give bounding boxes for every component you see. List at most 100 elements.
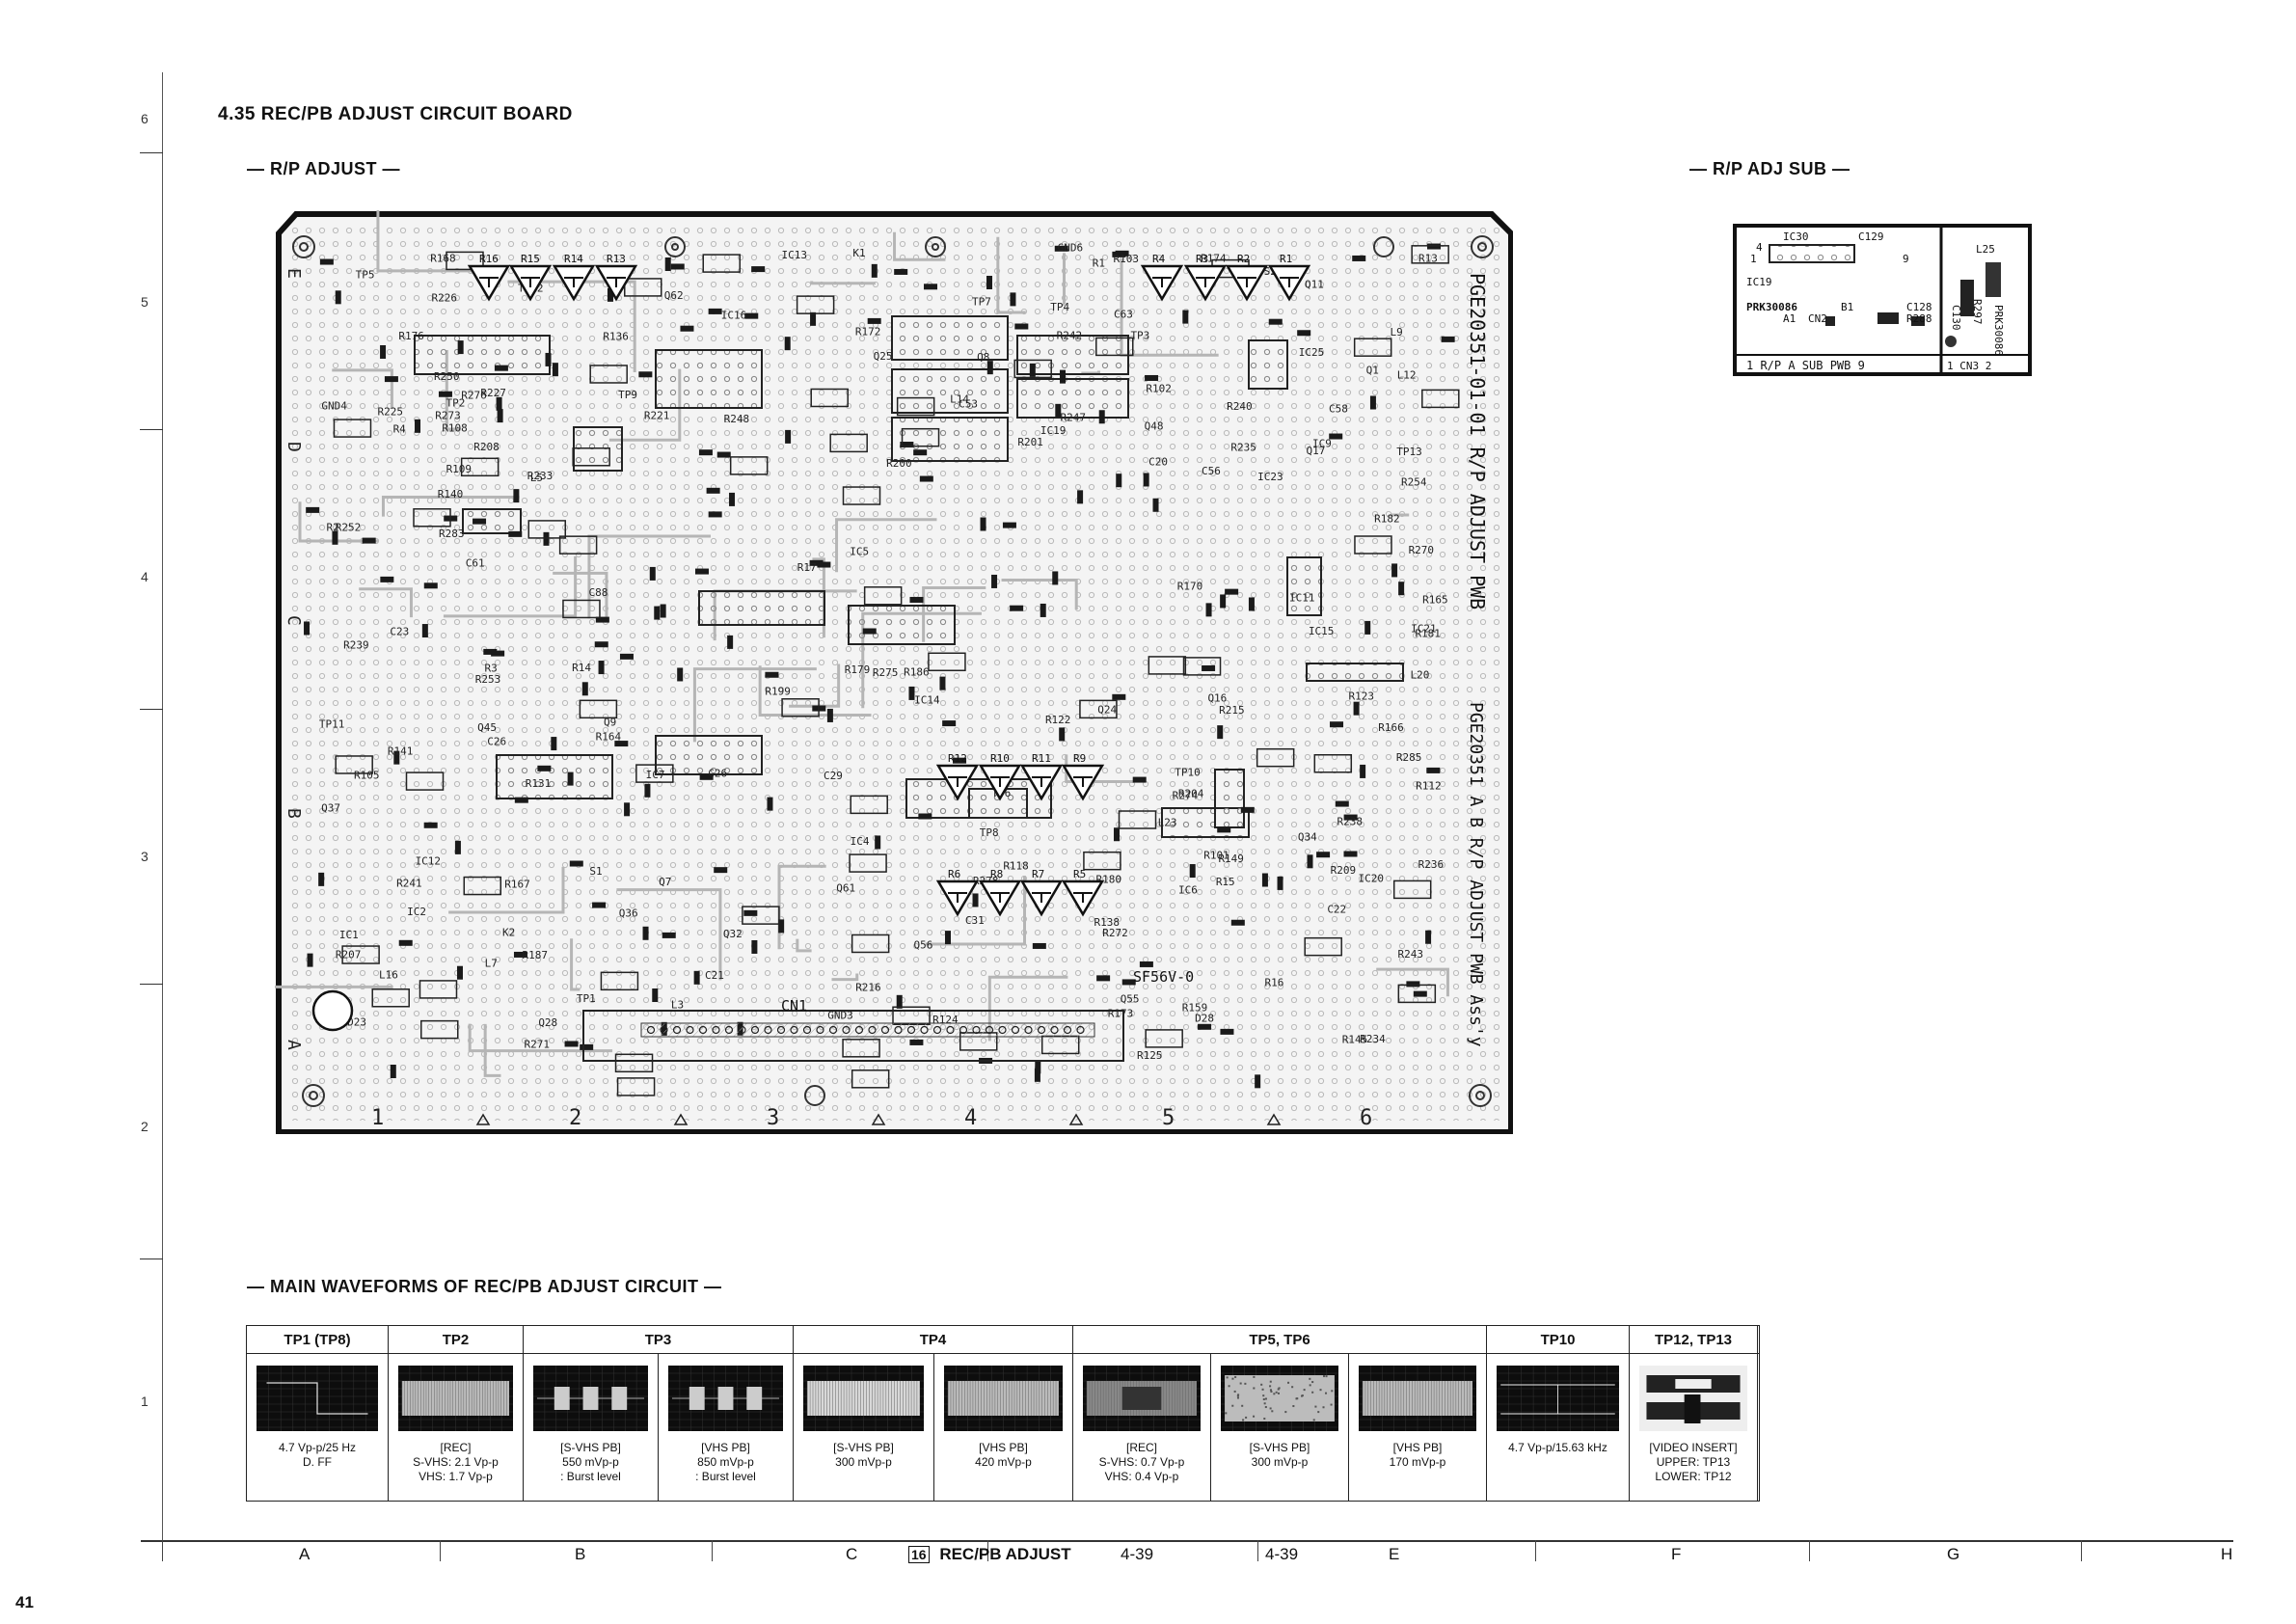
component-label: L5 <box>530 472 543 484</box>
smd-component <box>564 1041 579 1047</box>
connector-pin <box>1037 1025 1046 1035</box>
oscilloscope-trace <box>1083 1366 1201 1431</box>
component-label: TP7 <box>972 296 991 309</box>
pcb-trace <box>468 1023 613 1053</box>
pcb-trace <box>381 496 520 517</box>
smd-component <box>1307 854 1313 869</box>
component-label: Q56 <box>914 939 933 952</box>
board-column-marker <box>673 1113 689 1125</box>
smd-component <box>393 750 400 765</box>
smd-component <box>438 391 452 397</box>
connector-pin <box>790 1025 798 1035</box>
smd-component <box>1343 814 1358 821</box>
component-label: R13 <box>1418 252 1438 264</box>
component-label: L14 <box>950 392 969 405</box>
connector-pin <box>1024 1025 1033 1035</box>
waveform-cell: [REC] S-VHS: 0.7 Vp-p VHS: 0.4 Vp-p <box>1073 1354 1211 1501</box>
component-label: C63 <box>1114 309 1133 321</box>
connector-pin <box>1011 1025 1020 1035</box>
component-label: IC1 <box>339 929 359 941</box>
connector-pin <box>972 1025 981 1035</box>
component-label: L23 <box>1158 817 1177 829</box>
pcb-trace <box>987 975 1068 1042</box>
connector-pin <box>1050 1025 1059 1035</box>
ic-chip <box>1248 339 1288 390</box>
component-outline <box>614 1053 654 1073</box>
component-label: Q1 <box>1366 365 1379 377</box>
smd-component <box>909 1039 924 1045</box>
trimmer-potentiometer: R9 <box>1061 752 1105 801</box>
component-outline <box>842 1039 880 1058</box>
smd-component <box>785 429 792 444</box>
component-outline <box>1256 747 1295 768</box>
smd-component <box>699 773 714 780</box>
footer-column-tick <box>440 1540 441 1561</box>
trimmer-label: R11 <box>1032 752 1051 765</box>
connector-pin <box>646 1025 656 1035</box>
connector-pin <box>998 1025 1007 1035</box>
smd-component <box>1413 990 1427 997</box>
smd-component <box>1010 605 1024 611</box>
component-label: TP3 <box>1130 329 1149 341</box>
smd-component <box>1240 806 1255 813</box>
sub-board-label: C128 <box>1906 301 1932 313</box>
component-label: R216 <box>855 982 881 994</box>
connector-pin <box>894 1025 903 1035</box>
board-edge-letter: A <box>284 1040 304 1050</box>
connector-pin <box>764 1025 772 1035</box>
connector-pin <box>1076 1025 1085 1035</box>
smd-component <box>875 835 881 850</box>
smd-component <box>592 902 607 908</box>
component-label: R145 <box>1342 1034 1368 1046</box>
main-board-title: — R/P ADJUST — <box>247 159 401 178</box>
sub-board-label: IC19 <box>1746 276 1772 288</box>
smd-component <box>398 939 413 946</box>
component-label: Q34 <box>1298 830 1317 843</box>
component-label: IC16 <box>721 310 747 322</box>
component-label: IC14 <box>914 694 940 707</box>
ic-chip <box>655 349 763 409</box>
waveform-header: TP2 <box>389 1326 524 1353</box>
trimmer-potentiometer: R5 <box>1061 868 1105 917</box>
sub-board-label: PRK30086 <box>1992 305 2005 356</box>
smd-component <box>670 263 685 270</box>
row-tick <box>140 152 163 153</box>
component-outline <box>1182 657 1222 676</box>
smd-component <box>778 919 785 934</box>
row-tick <box>140 429 163 430</box>
component-label: R179 <box>845 663 871 676</box>
component-outline <box>420 1019 459 1040</box>
trimmer-label: R14 <box>564 253 583 265</box>
component-label: TP13 <box>1396 446 1422 458</box>
component-label: R271 <box>524 1039 550 1051</box>
connector-pin <box>802 1025 812 1035</box>
smd-component <box>390 1065 396 1079</box>
board-marking: SF56V-0 <box>1133 968 1194 986</box>
smd-component <box>537 765 552 771</box>
component-label: TP5 <box>356 268 375 281</box>
ic-chip <box>1286 556 1322 616</box>
board-column-number: 5 <box>1162 1106 1175 1130</box>
trimmer-label: R3 <box>1196 253 1208 265</box>
board-column-marker <box>1266 1113 1282 1125</box>
waveform-header: TP10 <box>1487 1326 1630 1353</box>
component-label: R254 <box>1401 476 1427 489</box>
footer-rule <box>141 1540 2233 1542</box>
sub-board-label: IC30 <box>1783 230 1809 243</box>
ic-chip <box>462 508 522 534</box>
footer-column-label: C <box>846 1545 858 1563</box>
component-label: R123 <box>1348 690 1374 703</box>
component-label: R140 <box>438 488 464 501</box>
component-outline <box>460 457 500 477</box>
component-label: K2 <box>502 926 515 938</box>
component-label: K1 <box>852 247 865 259</box>
waveform-caption: [REC] S-VHS: 2.1 Vp-p VHS: 1.7 Vp-p <box>413 1441 499 1483</box>
waveform-caption: [VHS PB] 850 mVp-p : Burst level <box>695 1441 756 1483</box>
component-outline <box>463 876 502 896</box>
component-outline <box>579 699 618 719</box>
smd-component <box>1391 563 1398 578</box>
smd-component <box>694 568 709 575</box>
component-label: R165 <box>1422 593 1448 606</box>
